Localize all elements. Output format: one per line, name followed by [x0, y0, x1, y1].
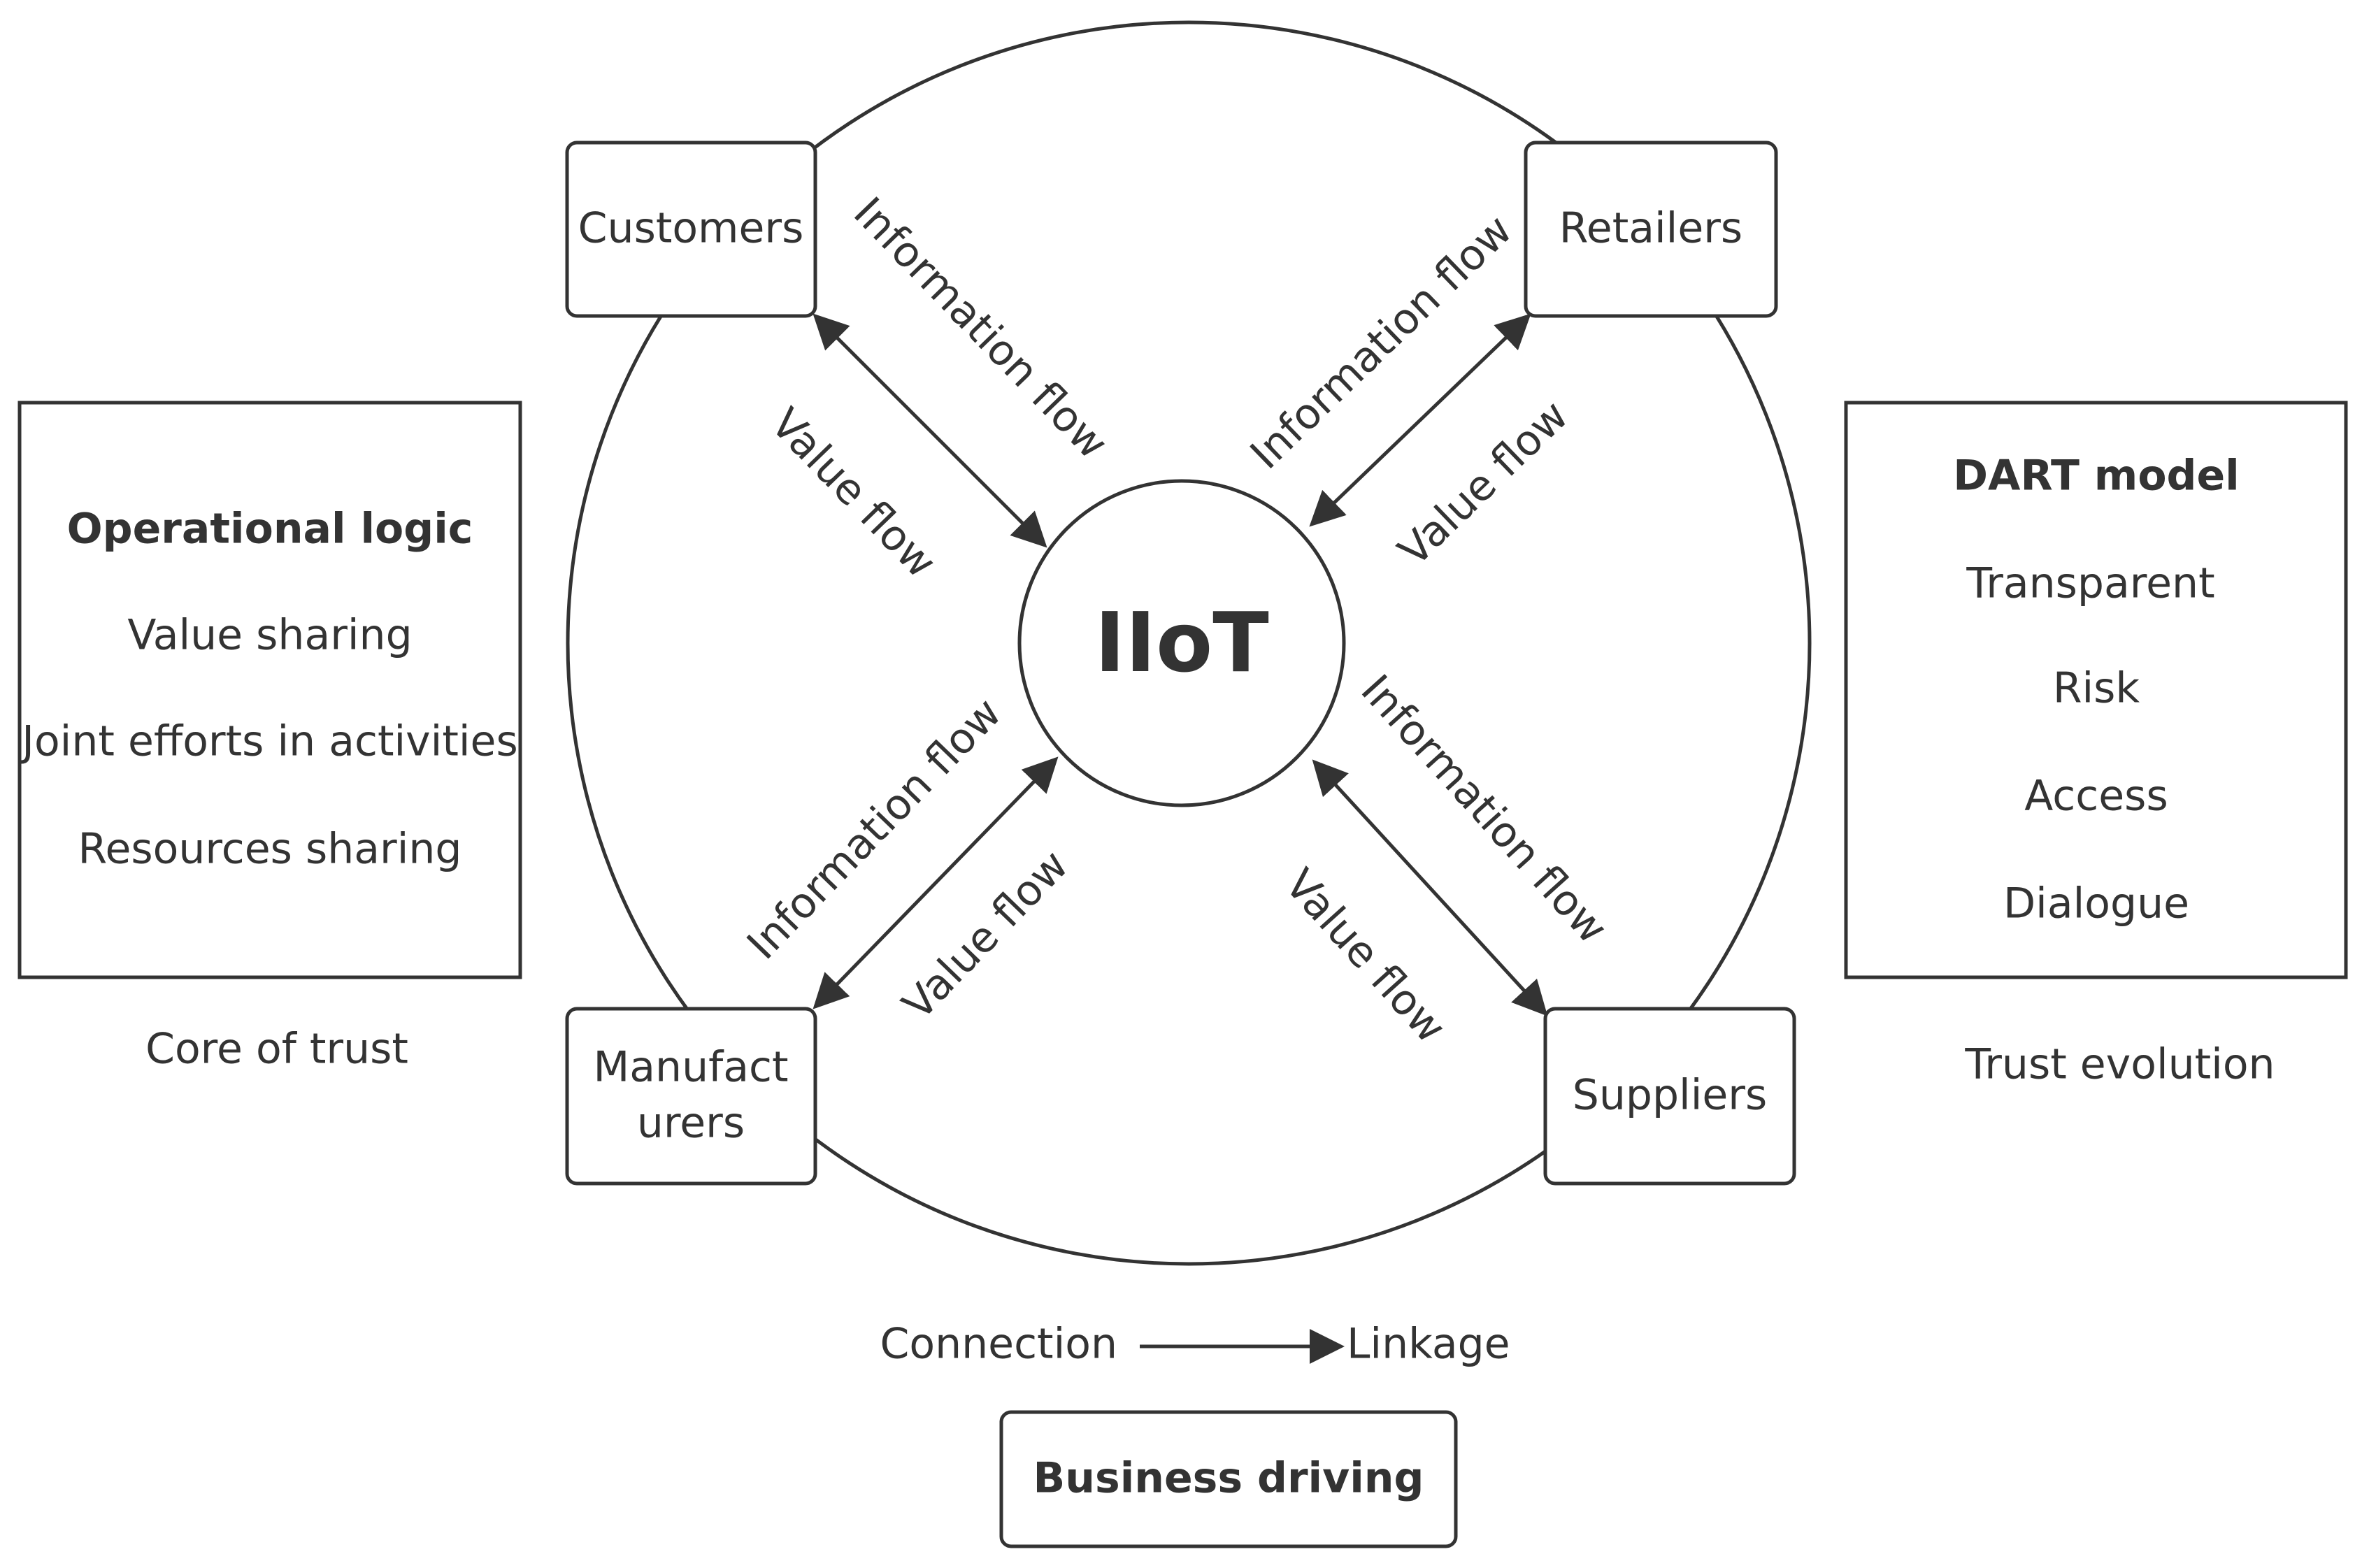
iiot-circle: [1017, 479, 1346, 807]
dart-model-item: Risk: [2053, 664, 2140, 713]
dart-model-title: DART model: [1953, 452, 2240, 501]
connection-label: Connection: [880, 1320, 1118, 1369]
linkage-label: Linkage: [1347, 1320, 1510, 1369]
operational-logic-item: Joint efforts in activities: [19, 717, 517, 766]
retailers-node: Retailers: [1524, 141, 1778, 318]
manufacturers-node: Manufact urers: [565, 1007, 817, 1186]
operational-logic-item: Resources sharing: [78, 825, 462, 874]
operational-logic-item: Value sharing: [127, 611, 412, 660]
arrow-suppliers-iiot: [1312, 759, 1548, 1016]
dart-model-panel: DART model Transparent Risk Access Dialo…: [1844, 401, 2348, 979]
iiot-label: IIoT: [1094, 594, 1268, 691]
arrow-customers-iiot: [813, 313, 1047, 548]
manufacturers-label-line2: urers: [637, 1099, 745, 1148]
suppliers-label: Suppliers: [1573, 1071, 1767, 1120]
dart-model-item: Access: [2024, 772, 2168, 821]
arrow-manufacturers-iiot: [813, 756, 1059, 1009]
arrow-retailers-iiot: [1309, 313, 1531, 527]
dart-model-item: Dialogue: [2003, 879, 2189, 928]
core-of-trust-caption: Core of trust: [145, 1025, 408, 1074]
business-driving-box: Business driving: [999, 1410, 1458, 1548]
operational-logic-title: Operational logic: [67, 505, 473, 554]
retailers-label: Retailers: [1559, 204, 1742, 253]
business-driving-label: Business driving: [1033, 1454, 1424, 1503]
suppliers-node: Suppliers: [1543, 1007, 1796, 1186]
dart-model-item: Transparent: [1966, 559, 2214, 608]
customers-label: Customers: [578, 204, 804, 253]
operational-logic-panel: Operational logic Value sharing Joint ef…: [17, 401, 522, 979]
trust-evolution-caption: Trust evolution: [1964, 1040, 2275, 1089]
manufacturers-label-line1: Manufact: [594, 1043, 789, 1092]
customers-node: Customers: [565, 141, 817, 318]
